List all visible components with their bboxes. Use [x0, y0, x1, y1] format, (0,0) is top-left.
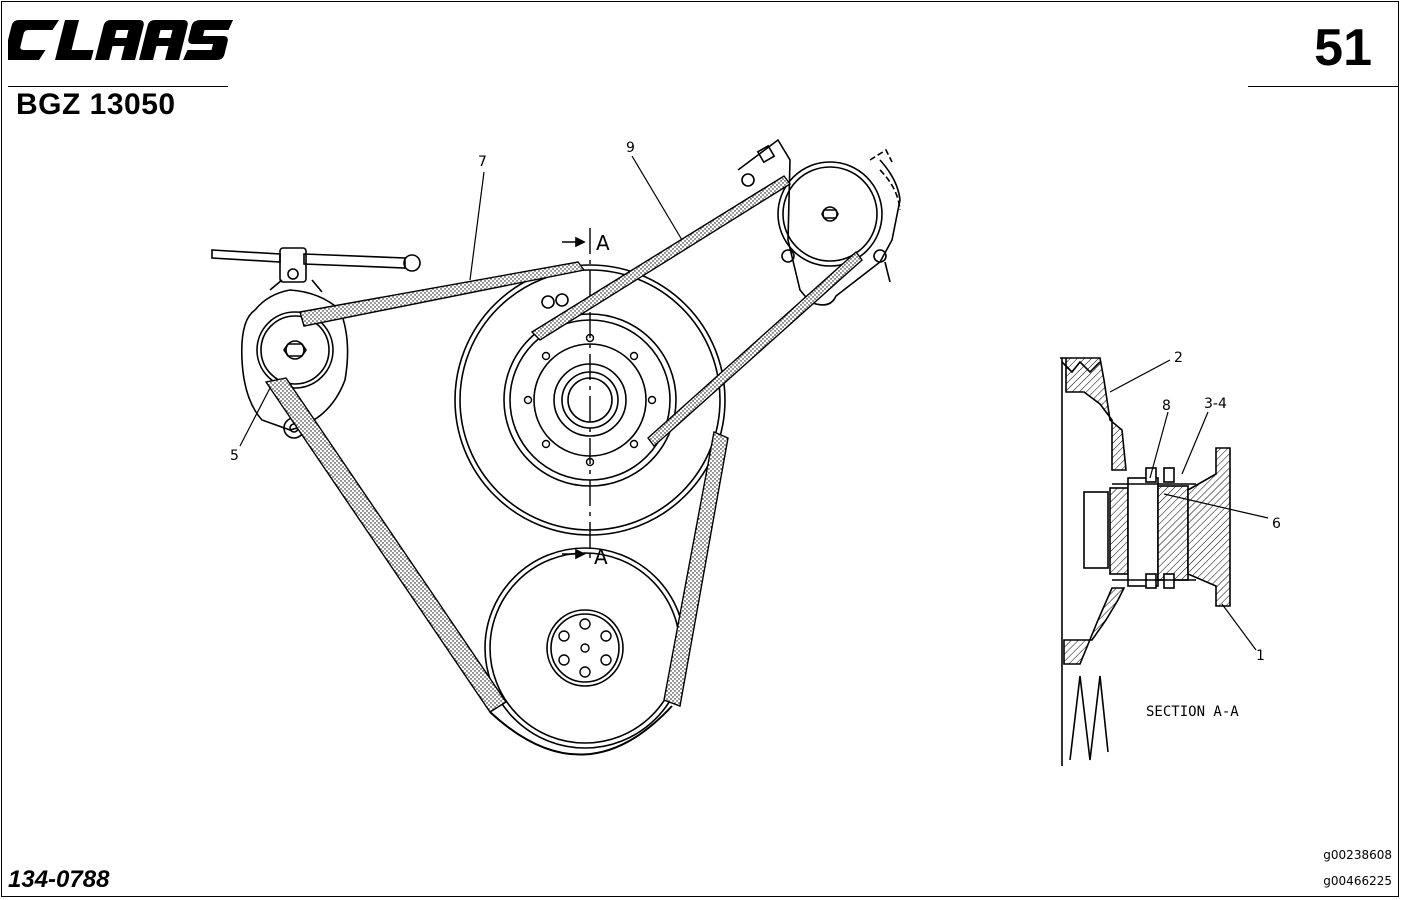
section-marker-top: A [596, 231, 610, 255]
belt-7 [299, 261, 586, 327]
callout-2: 2 [1174, 350, 1183, 366]
section-marker-bottom: A [594, 545, 608, 569]
graphic-id-1: g00238608 [1323, 848, 1392, 862]
drawing-reference: 134-0788 [8, 866, 110, 893]
callout-5: 5 [230, 448, 239, 464]
callout-1: 1 [1256, 648, 1265, 664]
callout-7: 7 [478, 154, 487, 170]
section-title: SECTION A-A [1146, 704, 1239, 720]
lower-pulley [484, 547, 686, 749]
model-number: BGZ 13050 [16, 88, 176, 121]
belt-main-left [264, 377, 507, 713]
belt-main-right [663, 431, 729, 707]
section-a-a-view [1060, 357, 1231, 766]
belt-main-bottom [489, 705, 673, 756]
header-rule-left [8, 86, 228, 87]
header-rule-right [1248, 86, 1398, 87]
callout-6: 6 [1272, 516, 1281, 532]
upper-pulley [737, 138, 901, 306]
belt-9-lower [647, 250, 863, 448]
callout-8: 8 [1162, 398, 1171, 414]
page-number: 51 [1314, 19, 1372, 77]
graphic-id-2: g00466225 [1323, 874, 1392, 888]
leader-lines [239, 155, 1269, 651]
claas-logo [8, 16, 234, 62]
belt-9-upper [530, 175, 792, 341]
callout-9: 9 [626, 140, 635, 156]
callout-3-4: 3-4 [1204, 396, 1227, 412]
alternator [211, 247, 421, 439]
section-line [562, 228, 591, 560]
